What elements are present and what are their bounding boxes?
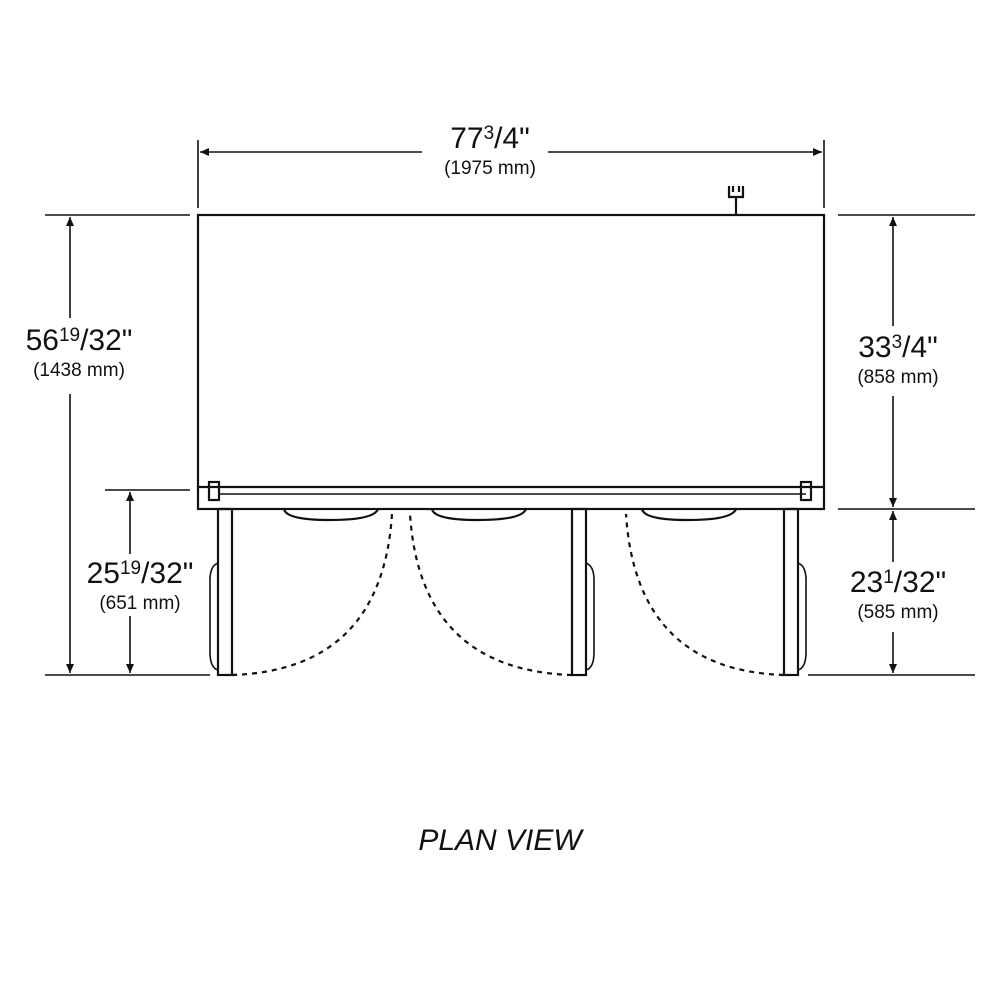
door-handle-2 [430, 508, 528, 522]
total-depth-metric: (1438 mm) [33, 360, 125, 381]
width-whole: 77 [450, 122, 484, 155]
door-swing-left-label: 2519/32" (651 mm) [70, 557, 210, 615]
door-swing-right-label: 231/32" (585 mm) [828, 566, 968, 624]
door-handle-3 [640, 508, 738, 522]
plan-view-title: PLAN VIEW [418, 824, 582, 857]
door-swing-arc-2 [408, 513, 573, 677]
body-depth-denom: /4" [902, 331, 938, 364]
width-metric: (1975 mm) [444, 158, 536, 179]
cabinet-body [196, 213, 826, 511]
door-left [209, 507, 234, 677]
width-frac: 3 [483, 123, 495, 144]
swing-left-metric: (651 mm) [99, 593, 181, 614]
door-handle-1 [282, 508, 380, 522]
body-depth-label: 333/4" (858 mm) [828, 331, 968, 389]
door-swing-arc-1 [231, 513, 394, 677]
door-center [570, 507, 595, 677]
total-depth-label: 5619/32" (1438 mm) [4, 324, 154, 382]
swing-right-frac: 1 [883, 567, 894, 588]
body-depth-metric: (858 mm) [857, 367, 939, 388]
body-depth-whole: 33 [858, 331, 892, 364]
body-depth-frac: 3 [891, 332, 903, 353]
power-cord-icon [727, 186, 745, 215]
width-denom: /4" [494, 122, 530, 155]
swing-right-whole: 23 [849, 566, 884, 599]
total-depth-frac: 19 [58, 325, 81, 346]
swing-left-frac: 19 [119, 558, 142, 579]
door-right [782, 507, 807, 677]
hinge-right [799, 480, 813, 502]
total-depth-whole: 56 [25, 324, 59, 357]
swing-left-denom: /32" [141, 557, 194, 590]
door-swing-arc-3 [624, 513, 785, 677]
swing-right-denom: /32" [893, 566, 947, 599]
hinge-left [207, 480, 221, 502]
width-label: 773/4" (1975 mm) [410, 122, 570, 180]
swing-left-whole: 25 [86, 557, 120, 590]
swing-right-metric: (585 mm) [857, 602, 939, 623]
total-depth-denom: /32" [80, 324, 133, 357]
